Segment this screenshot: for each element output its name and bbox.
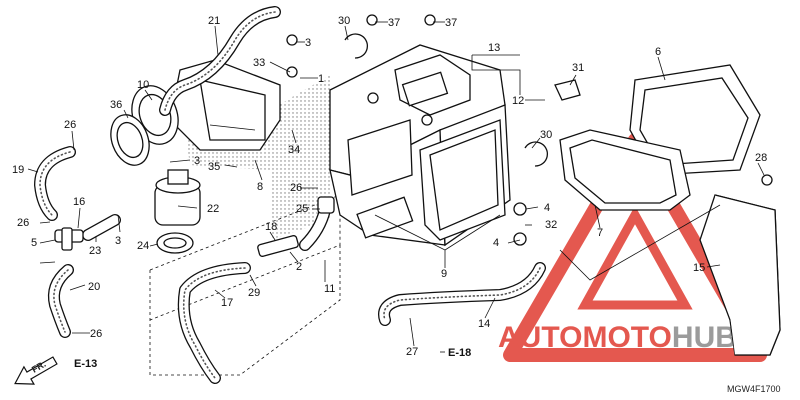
watermark-auto: AUTO	[498, 321, 582, 354]
callout-26-a: 26	[64, 119, 76, 131]
callout-3-low: 3	[115, 235, 121, 247]
svg-text:AUTOMOTOHUB: AUTOMOTOHUB	[498, 321, 737, 354]
callout-22: 22	[207, 203, 219, 215]
filter-cover	[559, 129, 781, 356]
callout-5: 5	[31, 237, 37, 249]
fr-arrow-icon	[14, 356, 58, 385]
callouts: 21 30 37 37 13 3 33 1 31 10 36 12 6 26 3…	[12, 15, 767, 358]
callout-37-left: 37	[388, 17, 400, 29]
callout-3-top: 3	[305, 37, 311, 49]
callout-30-right: 30	[540, 129, 552, 141]
callout-37-right: 37	[445, 17, 457, 29]
callout-19: 19	[12, 164, 24, 176]
ref-e13: E-13	[74, 358, 97, 370]
callout-4-b: 4	[493, 237, 499, 249]
callout-23: 23	[89, 245, 101, 257]
ref-e18: E-18	[448, 347, 471, 359]
watermark-triangle-inner-icon	[577, 205, 693, 310]
callout-10: 10	[137, 79, 149, 91]
callout-6: 6	[655, 46, 661, 58]
panel-frame	[149, 194, 341, 376]
callout-31: 31	[572, 62, 584, 74]
callout-30-top: 30	[338, 15, 350, 27]
leaders	[27, 21, 765, 353]
watermark-hub: HUB	[672, 321, 737, 354]
callout-34: 34	[288, 144, 300, 156]
callout-33: 33	[253, 57, 265, 69]
callout-15: 15	[693, 262, 705, 274]
callout-36: 36	[110, 99, 122, 111]
callout-8: 8	[257, 181, 263, 193]
callout-25: 25	[296, 203, 308, 215]
callout-21: 21	[208, 15, 220, 27]
callout-14: 14	[478, 318, 490, 330]
watermark-moto: MOTO	[582, 321, 671, 354]
callout-26-b: 26	[290, 182, 302, 194]
callout-4-a: 4	[544, 202, 550, 214]
callout-26-c: 26	[17, 217, 29, 229]
callout-16: 16	[73, 196, 85, 208]
callout-27: 27	[406, 346, 418, 358]
callout-26-d: 26	[90, 328, 102, 340]
hoses	[34, 6, 546, 384]
watermark-triangle-icon	[503, 133, 767, 362]
watermark: AUTOMOTOHUB	[498, 133, 767, 362]
callout-3-mid: 3	[194, 155, 200, 167]
callout-9: 9	[441, 268, 447, 280]
callout-18: 18	[265, 221, 277, 233]
callout-29: 29	[248, 287, 260, 299]
callout-2: 2	[296, 261, 302, 273]
callout-35: 35	[208, 161, 220, 173]
callout-24: 24	[137, 240, 149, 252]
references: E-13 E-18 FR. MGW4F1700	[14, 347, 781, 394]
callout-1: 1	[318, 73, 324, 85]
callout-20: 20	[88, 281, 100, 293]
callout-28: 28	[755, 152, 767, 164]
callout-11: 11	[324, 283, 335, 295]
callout-32: 32	[545, 219, 557, 231]
callout-13: 13	[488, 42, 500, 54]
air-cleaner-housing	[270, 44, 511, 247]
callout-12: 12	[512, 95, 524, 107]
diagram-code: MGW4F1700	[727, 384, 781, 394]
callout-7: 7	[597, 227, 603, 239]
callout-17: 17	[221, 297, 233, 309]
